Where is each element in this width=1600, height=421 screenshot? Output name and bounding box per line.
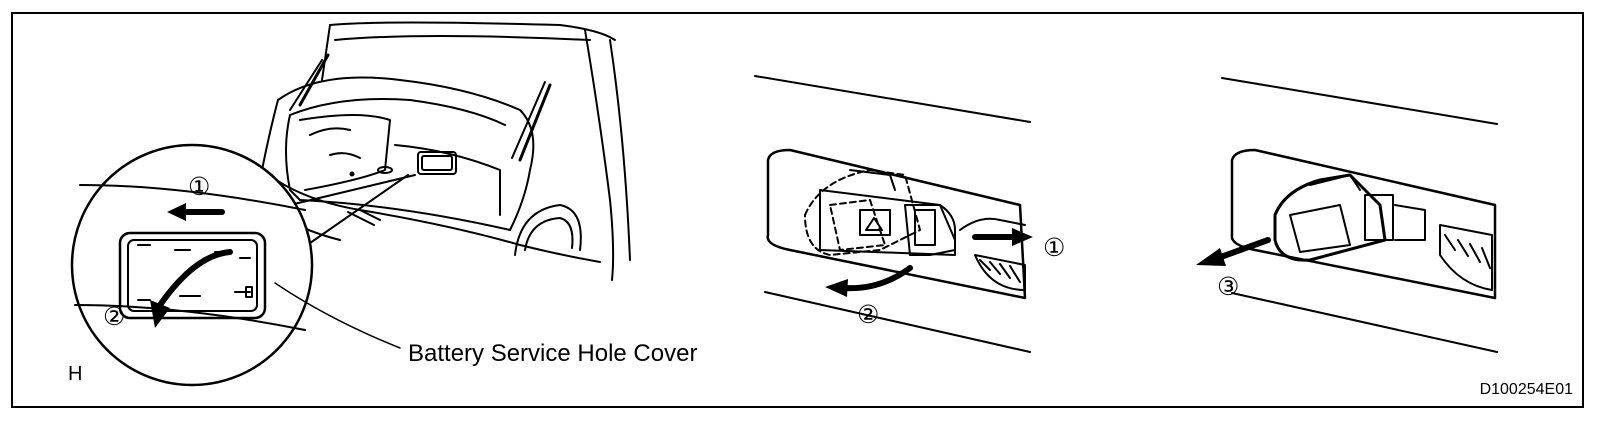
arrow-head-pull-out xyxy=(1196,248,1226,266)
arrow-head-curved-left xyxy=(825,279,848,297)
detail-circle xyxy=(70,143,314,387)
arrow-head-right xyxy=(1012,228,1033,246)
arrow-swing-down xyxy=(157,249,233,308)
arrow-rotate-left xyxy=(842,265,913,292)
step-label-1-panel2: ① xyxy=(1043,234,1066,262)
step-label-1-detail: ① xyxy=(188,173,211,201)
section-letter: H xyxy=(68,363,83,385)
caption-leader-line xyxy=(274,282,401,349)
arrow-head-left xyxy=(167,203,186,221)
arrow-pull-out xyxy=(1215,237,1271,261)
car-trunk-drawing xyxy=(261,21,631,281)
step-label-3-panel3: ③ xyxy=(1217,273,1240,301)
battery-service-hole-cover-label: Battery Service Hole Cover xyxy=(408,340,698,367)
step-label-2-detail: ② xyxy=(103,303,126,331)
step-label-2-panel2: ② xyxy=(857,301,880,329)
figure-code: D100254E01 xyxy=(1479,381,1573,398)
callout-line-top xyxy=(289,174,416,206)
service-plug-unlock-drawing xyxy=(754,75,1031,353)
callout-line-bottom xyxy=(299,174,409,251)
service-plug-remove-drawing xyxy=(1221,77,1498,353)
arrow-head-down xyxy=(150,300,170,328)
